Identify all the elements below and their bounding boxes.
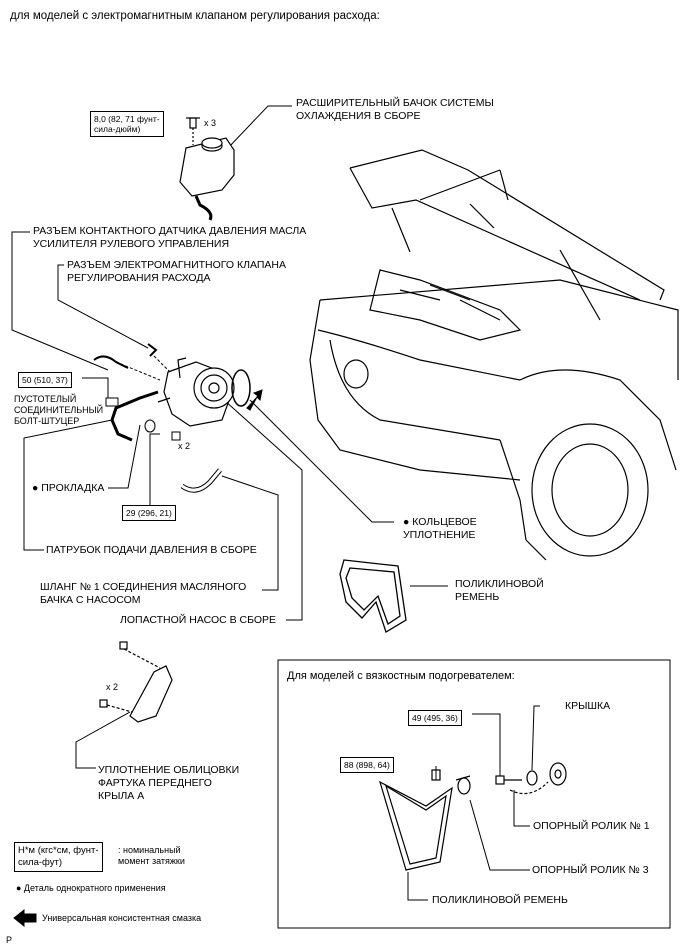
inset-title: Для моделей с вязкостным подогревателем: [287,670,515,682]
label-flow-valve: РАЗЪЕМ ЭЛЕКТРОМАГНИТНОГО КЛАПАНА РЕГУЛИР… [67,259,287,284]
label-union-bolt: ПУСТОТЕЛЫЙ СОЕДИНИТЕЛЬНЫЙ БОЛТ-ШТУЦЕР [14,394,104,426]
union-bolt-shape [105,397,119,407]
leader-union-bolt [82,377,109,398]
leader-hose [221,475,279,591]
label-hose: ШЛАНГ № 1 СОЕДИНЕНИЯ МАСЛЯНОГО БАЧКА С Н… [40,581,247,606]
label-vbelt: ПОЛИКЛИНОВОЙ РЕМЕНЬ [455,578,544,603]
label-pressure-switch: РАЗЪЕМ КОНТАКТНОГО ДАТЧИКА ДАВЛЕНИЯ МАСЛ… [33,225,307,250]
label-pressure-tube: ПАТРУБОК ПОДАЧИ ДАВЛЕНИЯ В СБОРЕ [46,544,257,556]
qty-x2-fender: x 2 [106,682,119,692]
nut-shape [171,431,181,441]
pressure-switch-connector [93,355,129,369]
leader-pressure-switch [11,231,109,371]
legend-torque-box: Н*м (кгс*см, фунт- сила-фут) [14,842,103,872]
legend-grease-arrow [13,908,37,928]
figure-code: P [6,935,13,945]
qty-x3: x 3 [204,118,217,128]
leader-pump [223,399,303,621]
pressure-tube-shape [110,390,159,442]
torque-reservoir-bolt: 8,0 (82, 71 фунт- сила-дюйм) [90,111,164,137]
inset-label-cover: КРЫШКА [565,700,611,712]
inset-parts [379,762,567,871]
torque-idler3-bolt: 88 (898, 64) [340,757,394,773]
legend-single-use: ● Деталь однократного применения [16,883,166,893]
legend-torque-desc: : номинальный момент затяжки [118,845,185,866]
leader-oring [249,399,394,523]
page-subtitle: для моделей с электромагнитным клапаном … [10,10,380,22]
qty-x2-pump: x 2 [178,441,191,451]
leader-gasket [108,424,141,489]
label-gasket: ● ПРОКЛАДКА [32,482,105,494]
inset-label-idler3: ОПОРНЫЙ РОЛИК № 3 [532,864,649,876]
vehicle-front-shape [309,149,679,561]
leader-flow-valve [57,264,149,349]
inset-label-belt: ПОЛИКЛИНОВОЙ РЕМЕНЬ [432,894,568,906]
inset-frame [277,659,671,929]
label-reservoir: РАСШИРИТЕЛЬНЫЙ БАЧОК СИСТЕМЫ ОХЛАЖДЕНИЯ … [296,97,494,122]
legend-grease: Универсальная консистентная смазка [42,913,202,923]
label-o-ring: ● КОЛЬЦЕВОЕ УПЛОТНЕНИЕ [403,516,477,541]
vbelt-main-shape [339,559,407,633]
reservoir-tank-shape [179,117,235,221]
o-ring-shape [231,369,251,407]
leader-pressure-tube [23,419,113,551]
vane-pump-shape [157,357,235,427]
torque-pump-nut: 29 (296, 21) [122,505,176,521]
label-vane-pump: ЛОПАСТНОЙ НАСОС В СБОРЕ [120,614,277,626]
label-fender-seal: УПЛОТНЕНИЕ ОБЛИЦОВКИ ФАРТУКА ПЕРЕДНЕГО К… [98,764,240,802]
leader-reservoir [227,105,292,149]
inset-label-idler1: ОПОРНЫЙ РОЛИК № 1 [533,820,650,832]
flow-valve-connector [147,343,158,357]
grease-arrow-shape [246,389,263,411]
torque-union-bolt: 50 (510, 37) [18,372,72,388]
torque-idler1-bolt: 49 (495, 36) [408,710,462,726]
leader-fender [75,711,131,769]
gasket-shape [144,419,156,433]
fender-seal-shape [99,641,173,723]
leader-torque3 [149,433,160,510]
